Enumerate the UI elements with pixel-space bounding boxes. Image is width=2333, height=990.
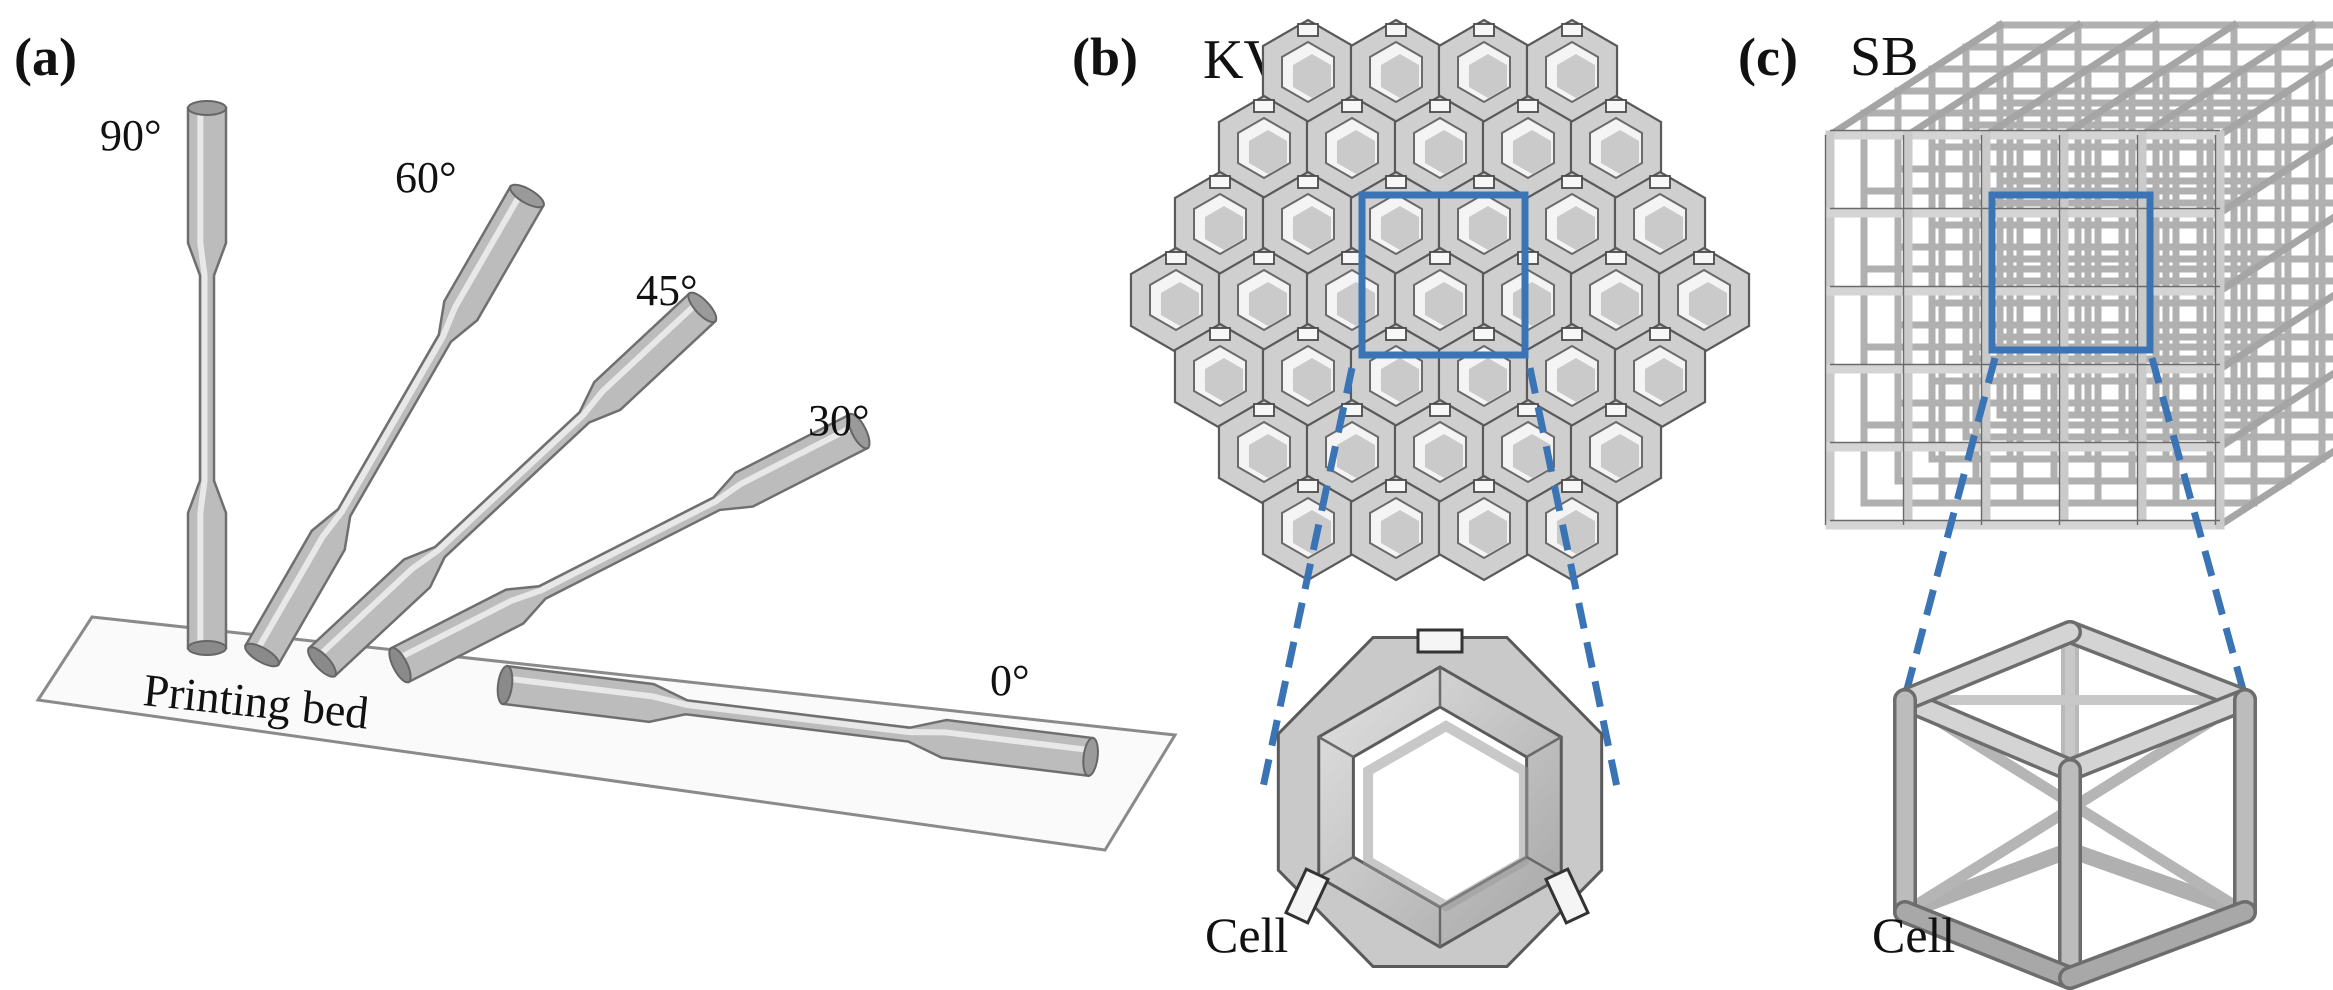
kelvin-lattice (1129, 18, 1751, 582)
kv-lattice-cell (1393, 94, 1487, 202)
kv-lattice-cell (1349, 322, 1443, 430)
angle-label-45: 45° (636, 266, 698, 315)
kv-lattice-cell (1261, 18, 1355, 126)
specimen-60 (243, 183, 546, 668)
kv-lattice-cell (1173, 170, 1267, 278)
kv-lattice-cell (1305, 94, 1399, 202)
kv-lattice-cell (1217, 398, 1311, 506)
kv-lattice-cell (1569, 398, 1663, 506)
panel-a-tag: (a) (14, 27, 77, 87)
cube-strut (1896, 623, 2079, 709)
kv-zoom-line-right (1526, 367, 1622, 793)
cube-strut (2061, 691, 2254, 779)
simple-cubic-lattice (1824, 20, 2333, 530)
specimen-90 (186, 100, 228, 656)
kv-lattice-cell (1437, 474, 1531, 582)
cube-strut (2061, 903, 2254, 987)
kv-lattice-cell (1393, 398, 1487, 506)
cube-strut (2061, 623, 2254, 709)
kv-lattice-cell (1393, 246, 1487, 354)
kv-lattice-cell (1217, 246, 1311, 354)
kv-cell-window (1416, 628, 1464, 654)
sb-zoom-line-right (2148, 357, 2252, 709)
kv-lattice-cell (1525, 18, 1619, 126)
kv-cell-window (1543, 867, 1591, 925)
panel-c: (c) SB Cell (1738, 20, 2333, 990)
angle-label-90: 90° (100, 111, 162, 160)
kv-zoom-line-left (1258, 367, 1356, 793)
sb-zoom-box (1988, 191, 2154, 354)
printing-bed (35, 615, 1178, 852)
kv-cell-window (1283, 867, 1331, 925)
kv-lattice-cell (1349, 474, 1443, 582)
panel-b-tag: (b) (1072, 27, 1138, 87)
kv-lattice-cell (1613, 170, 1707, 278)
angle-label-60: 60° (395, 153, 457, 202)
cube-strut (1896, 691, 2079, 779)
specimen-0 (496, 664, 1099, 778)
kv-lattice-cell (1129, 246, 1223, 354)
cube-strut (1897, 842, 2078, 920)
kv-lattice-cell (1525, 474, 1619, 582)
dogbone-specimens (186, 100, 1099, 778)
panel-b: (b) KV Cell (1072, 18, 1751, 968)
cube-strut (2062, 842, 2253, 920)
kv-lattice-cell (1613, 322, 1707, 430)
kv-lattice-cell (1349, 18, 1443, 126)
kelvin-unit-cell (1276, 628, 1604, 968)
specimen-30 (388, 412, 871, 684)
specimen-45 (307, 291, 718, 678)
kv-lattice-cell (1569, 246, 1663, 354)
kv-lattice-cell (1173, 322, 1267, 430)
angle-label-30: 30° (808, 396, 870, 445)
kv-lattice-cell (1305, 398, 1399, 506)
cubic-unit-cell (1893, 620, 2257, 990)
sb-zoom-line-left (1898, 357, 1999, 709)
kv-lattice-cell (1481, 94, 1575, 202)
kv-cell-label: Cell (1205, 907, 1288, 963)
kv-lattice-cell (1437, 322, 1531, 430)
angle-label-0: 0° (990, 656, 1030, 705)
panel-a: (a) 90° 60° 45° 30° 0° Printing bed (14, 27, 1178, 852)
kv-lattice-cell (1217, 94, 1311, 202)
panel-c-tag: (c) (1738, 27, 1798, 87)
kv-lattice-cell (1657, 246, 1751, 354)
sb-structure-label: SB (1850, 26, 1919, 88)
kv-zoom-box (1358, 191, 1529, 359)
kv-lattice-cell (1261, 170, 1355, 278)
kv-lattice-cell (1569, 94, 1663, 202)
sb-cell-label: Cell (1872, 907, 1955, 963)
cube-strut (1896, 903, 2079, 987)
kv-lattice-cell (1437, 18, 1531, 126)
kv-lattice-cell (1261, 322, 1355, 430)
